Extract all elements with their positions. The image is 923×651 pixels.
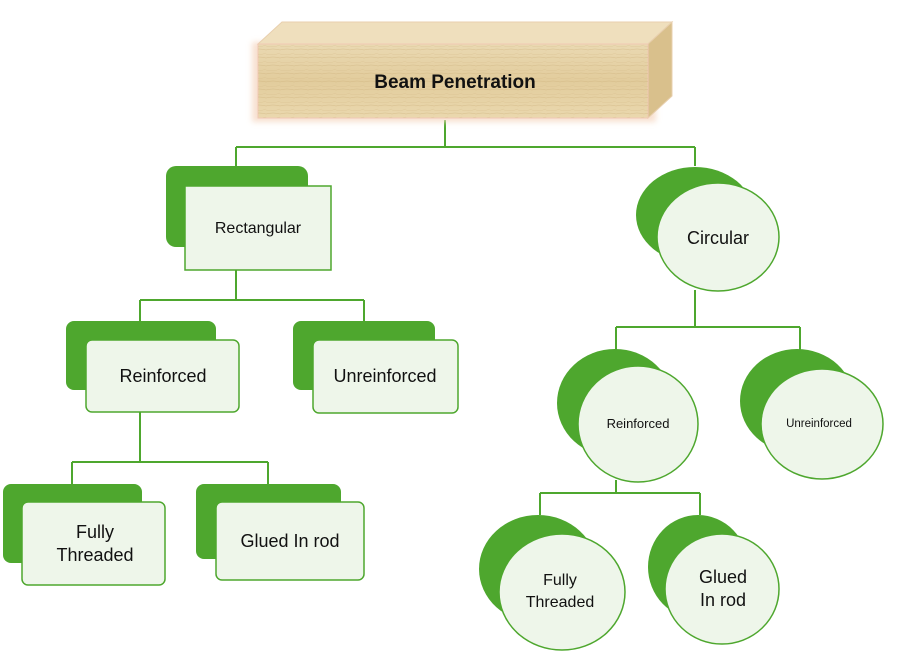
connector-lines bbox=[71, 120, 801, 515]
circ-glued-in-rod-line1: Glued bbox=[699, 567, 747, 587]
circular-node: Circular bbox=[636, 167, 780, 292]
connector-rectangular bbox=[139, 270, 365, 321]
rect-glued-in-rod-label: Glued In rod bbox=[240, 531, 339, 551]
rect-fully-threaded-node: Fully Threaded bbox=[3, 484, 166, 586]
rect-unreinforced-label: Unreinforced bbox=[333, 366, 436, 386]
connector-root bbox=[235, 120, 696, 166]
circular-label: Circular bbox=[687, 228, 749, 248]
rect-fully-threaded-line1: Fully bbox=[76, 522, 114, 542]
rect-glued-in-rod-node: Glued In rod bbox=[196, 484, 365, 581]
root-node: Beam Penetration bbox=[252, 20, 674, 122]
connector-rect-reinforced bbox=[71, 412, 269, 484]
circ-unreinforced-node: Unreinforced bbox=[740, 349, 884, 480]
rect-reinforced-node: Reinforced bbox=[66, 321, 240, 413]
circ-reinforced-label: Reinforced bbox=[607, 416, 670, 431]
rect-unreinforced-node: Unreinforced bbox=[293, 321, 459, 414]
rect-reinforced-label: Reinforced bbox=[119, 366, 206, 386]
connector-circ-reinforced bbox=[539, 480, 701, 515]
circ-fully-threaded-line2: Threaded bbox=[526, 594, 595, 611]
circ-glued-in-rod-line2: In rod bbox=[700, 590, 746, 610]
circ-fully-threaded-node: Fully Threaded bbox=[479, 515, 626, 651]
root-label: Beam Penetration bbox=[374, 72, 536, 93]
circ-reinforced-node: Reinforced bbox=[557, 349, 699, 483]
rect-fully-threaded-line2: Threaded bbox=[56, 545, 133, 565]
circ-unreinforced-label: Unreinforced bbox=[786, 418, 852, 430]
circ-glued-in-rod-node: Glued In rod bbox=[648, 515, 780, 645]
circ-fully-threaded-line1: Fully bbox=[543, 572, 577, 589]
rectangular-node: Rectangular bbox=[166, 166, 332, 271]
connector-circular bbox=[615, 290, 801, 350]
block-top-face bbox=[256, 21, 674, 45]
rectangular-label: Rectangular bbox=[215, 220, 302, 237]
